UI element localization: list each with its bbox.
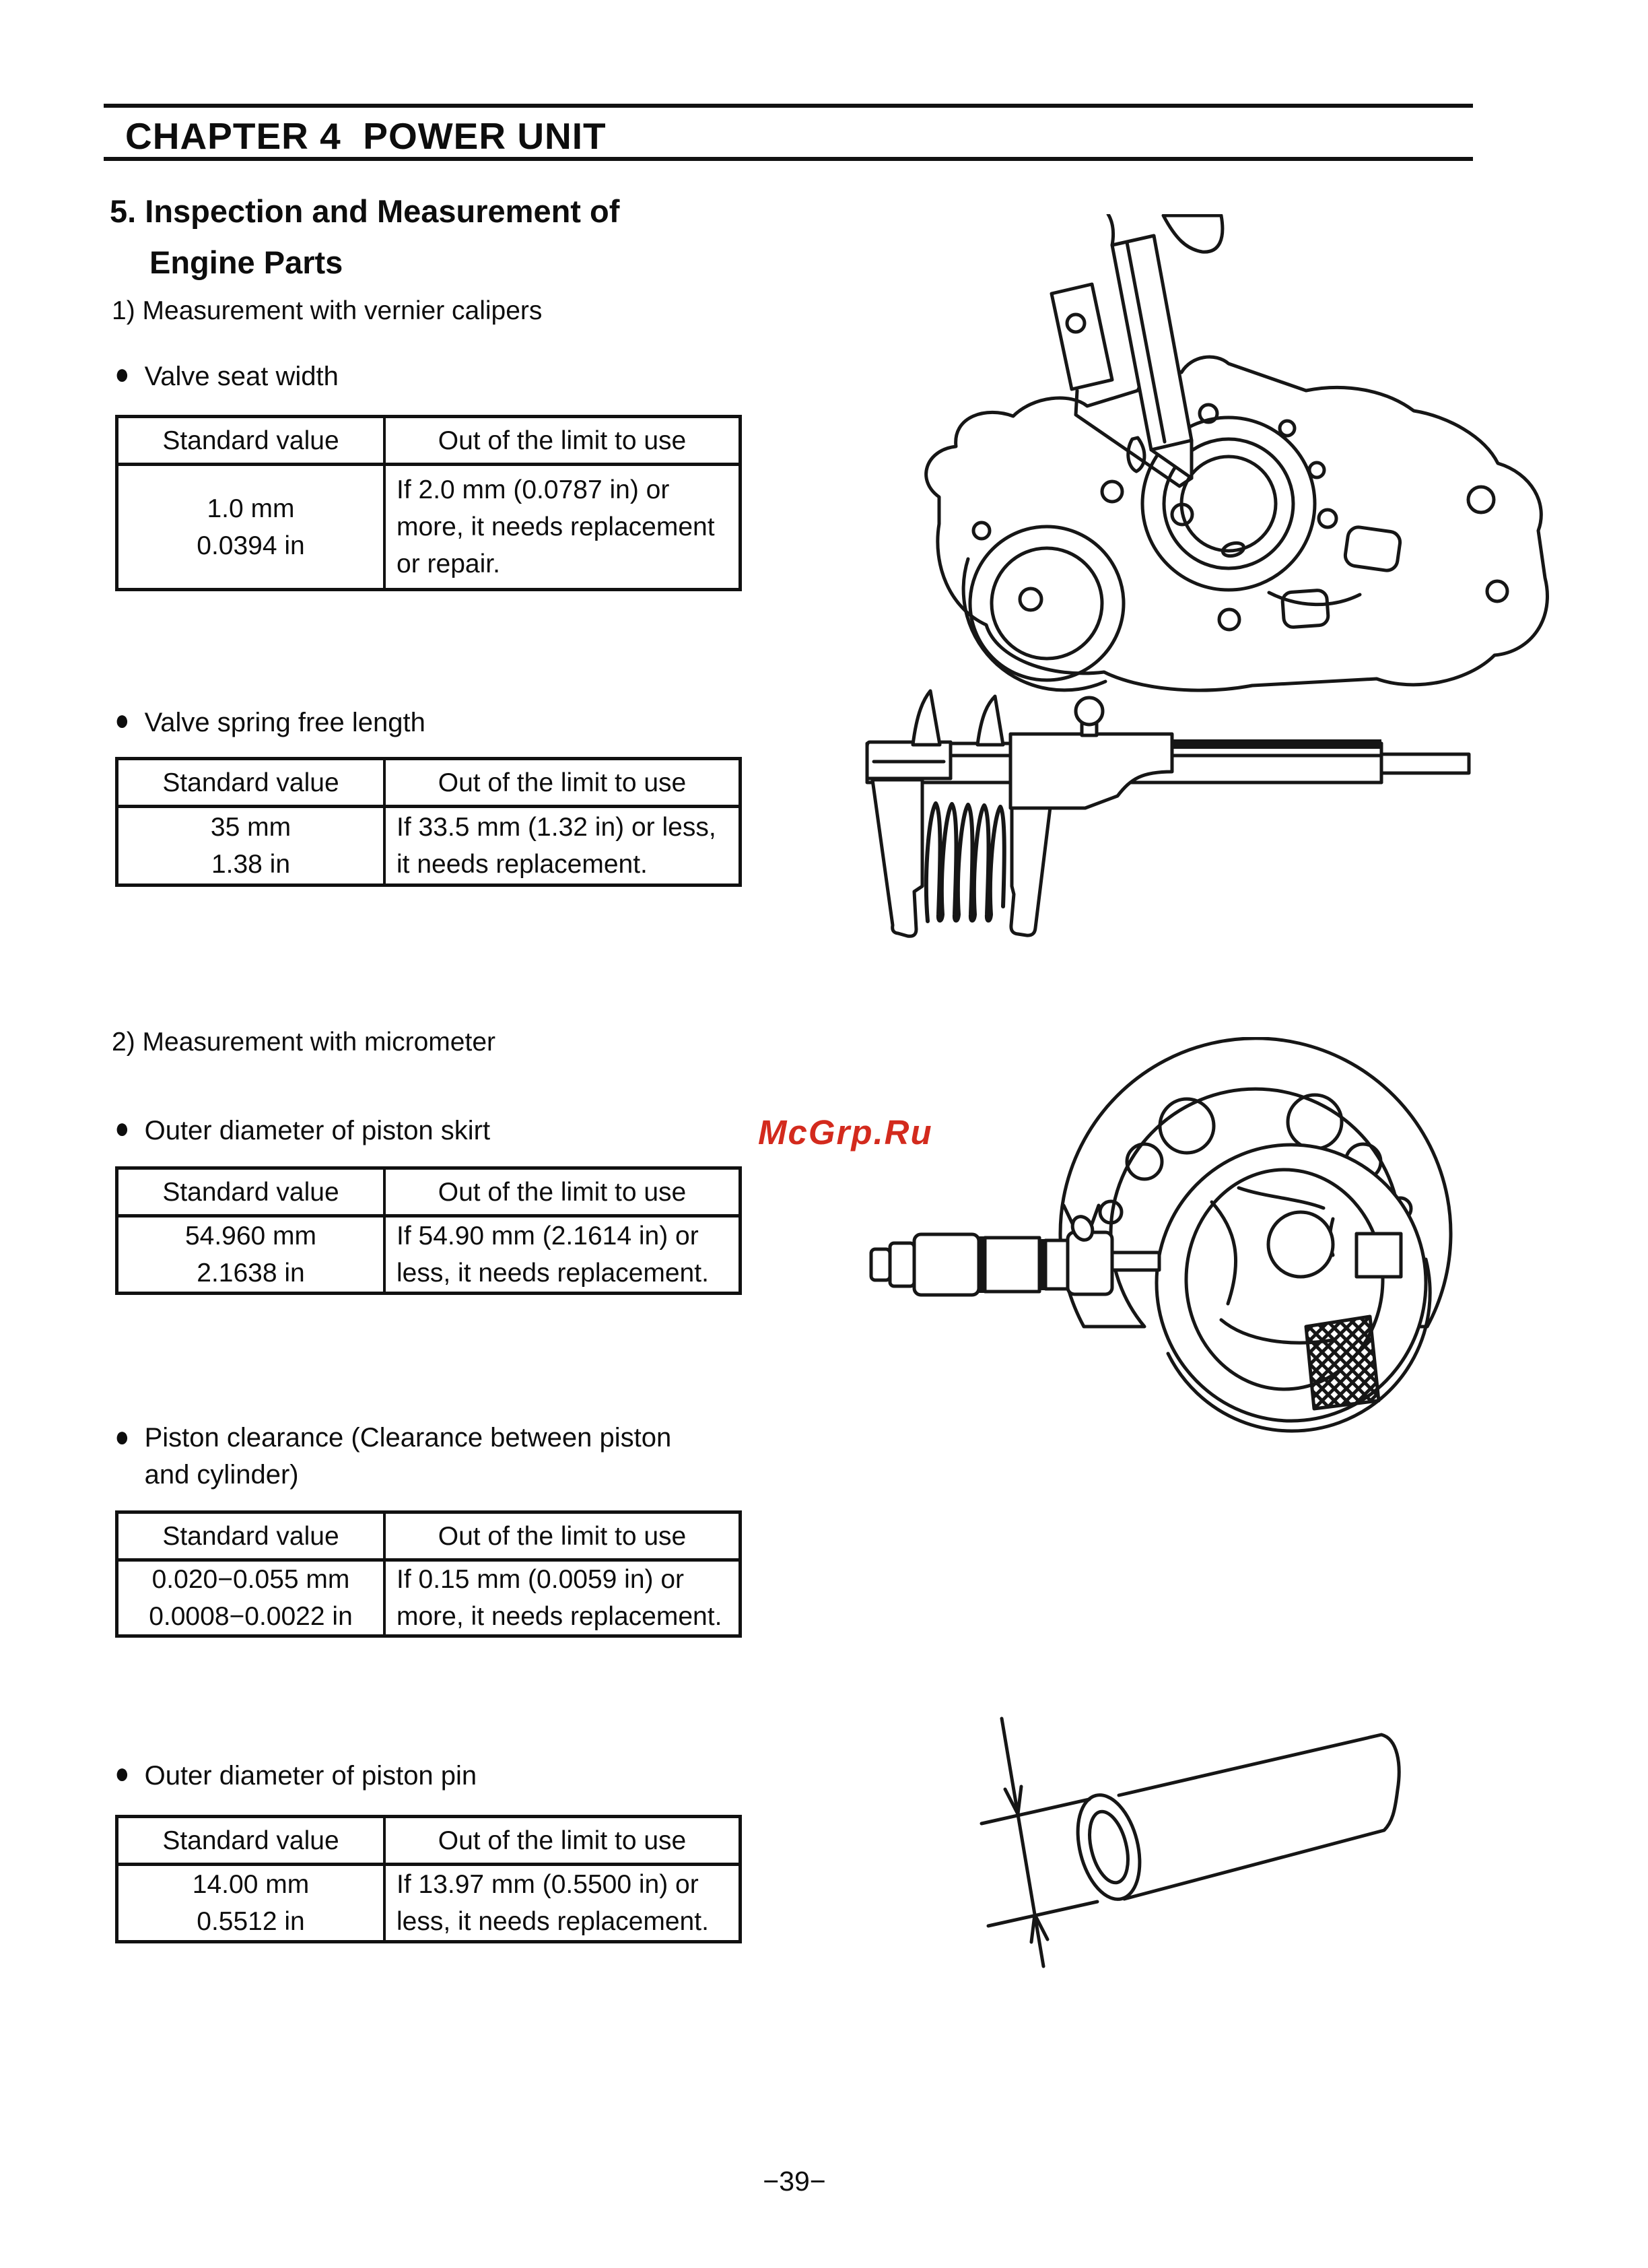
measurement-title-line1: Piston clearance (Clearance between pist… (144, 1423, 672, 1453)
bullet-icon: ● (114, 1112, 130, 1145)
bullet-icon: ● (114, 1757, 130, 1790)
table-header-limit: Out of the limit to use (438, 426, 687, 455)
table-header-standard: Standard value (118, 418, 386, 463)
table-header-row: Standard value Out of the limit to use (118, 1818, 739, 1866)
spec-table-piston-skirt: Standard value Out of the limit to use 5… (115, 1166, 742, 1295)
spec-table-piston-clearance: Standard value Out of the limit to use 0… (115, 1510, 742, 1638)
table-header-row: Standard value Out of the limit to use (118, 1170, 739, 1218)
figure-calipers-valve-spring-illustration (865, 689, 1471, 938)
table-header-limit: Out of the limit to use (438, 1177, 687, 1207)
table-header-standard: Standard value (118, 760, 386, 805)
page-number: −39− (763, 2166, 826, 2197)
table-header-row: Standard value Out of the limit to use (118, 1514, 739, 1562)
measurement-heading-valve-spring-free-length: ● Valve spring free length (113, 704, 425, 741)
table-header-row: Standard value Out of the limit to use (118, 760, 739, 808)
table-header-standard: Standard value (118, 1514, 386, 1558)
measurement-title: Valve seat width (144, 362, 339, 391)
section-title-line2: Engine Parts (149, 244, 343, 280)
subsection-label-1: 1) Measurement with vernier calipers (112, 296, 543, 325)
chapter-title: CHAPTER 4 POWER UNIT (125, 115, 607, 157)
table-header-standard: Standard value (118, 1818, 386, 1863)
spec-table-valve-seat-width: Standard value Out of the limit to use 1… (115, 415, 742, 591)
measurement-title: Outer diameter of piston skirt (144, 1116, 491, 1145)
bullet-icon: ● (114, 1420, 130, 1453)
measurement-heading-piston-clearance: ● Piston clearance (Clearance between pi… (113, 1420, 671, 1494)
measurement-title: Valve spring free length (144, 708, 425, 737)
measurement-heading-valve-seat-width: ● Valve seat width (113, 358, 339, 395)
measurement-title: Outer diameter of piston pin (144, 1761, 477, 1791)
table-header-limit: Out of the limit to use (438, 1521, 687, 1551)
table-header-standard: Standard value (118, 1170, 386, 1214)
bullet-icon: ● (114, 358, 130, 391)
watermark: McGrp.Ru (758, 1113, 933, 1152)
figure-piston-pin-illustration (980, 1716, 1401, 1968)
measurement-title-line2: and cylinder) (144, 1460, 299, 1490)
header-rule-top (104, 104, 1473, 108)
table-header-row: Standard value Out of the limit to use (118, 418, 739, 466)
section-title-line1: 5. Inspection and Measurement of (110, 193, 620, 229)
cell-limit-value: If 33.5 mm (1.32 in) or less,it needs re… (397, 813, 716, 879)
bullet-icon: ● (114, 704, 130, 737)
subsection-label-2: 2) Measurement with micrometer (112, 1028, 495, 1057)
measurement-heading-piston-skirt: ● Outer diameter of piston skirt (113, 1112, 490, 1149)
table-header-limit: Out of the limit to use (438, 768, 687, 797)
header-rule-bottom (104, 157, 1473, 161)
figure-cylinder-head-with-calipers-illustration (924, 214, 1549, 692)
spec-table-piston-pin: Standard value Out of the limit to use 1… (115, 1815, 742, 1943)
measurement-heading-piston-pin: ● Outer diameter of piston pin (113, 1758, 477, 1795)
spec-table-valve-spring-free-length: Standard value Out of the limit to use 3… (115, 757, 742, 887)
figure-micrometer-piston-illustration (869, 1037, 1453, 1433)
table-header-limit: Out of the limit to use (438, 1826, 687, 1855)
